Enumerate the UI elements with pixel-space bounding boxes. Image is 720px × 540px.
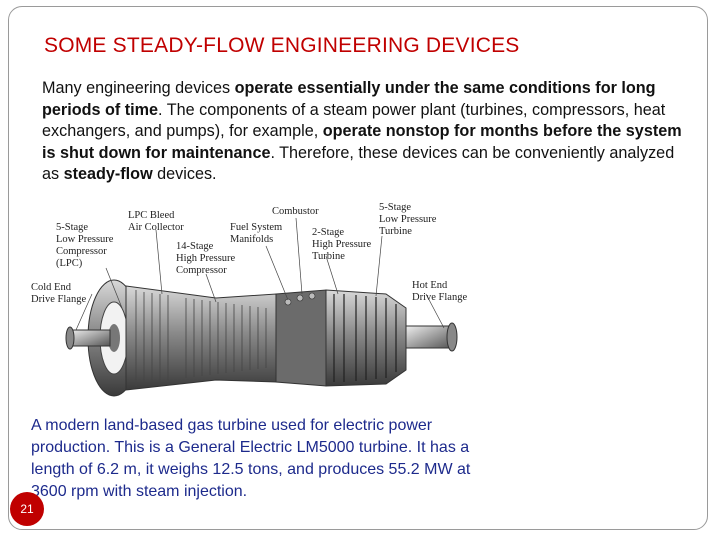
gas-turbine-diagram: 5-Stage Low Pressure Compressor (LPC) LP…: [26, 198, 486, 412]
paragraph-run: devices.: [152, 165, 217, 184]
paragraph-run: . The components of a steam power plant …: [42, 100, 666, 141]
label-lpc-bleed: LPC Bleed Air Collector: [128, 210, 184, 234]
label-fuel-system: Fuel System Manifolds: [230, 222, 282, 246]
hot-end-shaft: [405, 325, 453, 349]
label-hot-end: Hot End Drive Flange: [412, 280, 467, 304]
figure-caption: A modern land-based gas turbine used for…: [31, 417, 471, 500]
compressor-casing: [125, 285, 277, 391]
paragraph-run-bold: operate nonstop for months before the sy…: [42, 122, 682, 162]
label-cold-end: Cold End Drive Flange: [31, 282, 86, 306]
label-text: LPC Bleed Air Collector: [128, 210, 184, 233]
label-text: 2-Stage High Pressure Turbine: [312, 227, 372, 262]
paragraph-run-bold: steady-flow: [63, 165, 153, 184]
label-text: Hot End Drive Flange: [412, 280, 468, 303]
slide-title: SOME STEADY-FLOW ENGINEERING DEVICES: [44, 34, 520, 57]
paragraph-run: . Therefore, these devices can be conven…: [42, 143, 675, 184]
paragraph-run-bold: operate essentially under the same condi…: [42, 79, 656, 119]
label-lp-turbine: 5-Stage Low Pressure Turbine: [379, 202, 436, 238]
paragraph-run: Many engineering devices: [42, 79, 235, 97]
slide-frame: [8, 6, 708, 530]
label-hp-compressor: 14-Stage High Pressure Compressor: [176, 241, 235, 277]
label-text: 5-Stage Low Pressure Turbine: [379, 202, 437, 237]
label-text: Combustor: [272, 206, 319, 217]
cold-end-shaft: [69, 329, 111, 347]
gas-turbine-illustration: [65, 217, 458, 397]
label-text: Cold End Drive Flange: [31, 282, 87, 305]
label-text: Fuel System Manifolds: [230, 222, 283, 245]
hot-end-flange: [446, 322, 458, 352]
turbine-blades: [333, 294, 397, 382]
label-text: 5-Stage Low Pressure Compressor (LPC): [56, 222, 114, 269]
label-combustor: Combustor: [272, 206, 319, 218]
page-number-badge: 21: [10, 492, 44, 526]
leader-lines: [75, 217, 445, 331]
compressor-blades: [135, 290, 267, 386]
label-text: 14-Stage High Pressure Compressor: [176, 241, 236, 276]
body-paragraph: Many engineering devices operate essenti…: [42, 78, 682, 186]
label-lp-compressor: 5-Stage Low Pressure Compressor (LPC): [56, 222, 113, 270]
label-hp-turbine: 2-Stage High Pressure Turbine: [312, 227, 371, 263]
cold-end-flange: [65, 326, 75, 350]
fuel-nozzles: [284, 292, 316, 306]
combustor-section: [275, 289, 327, 387]
